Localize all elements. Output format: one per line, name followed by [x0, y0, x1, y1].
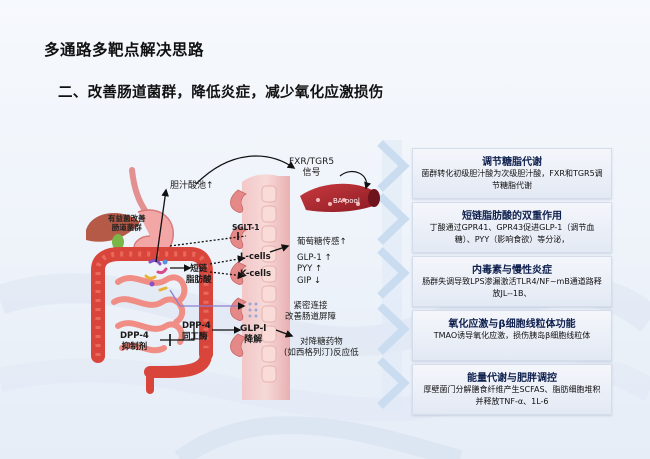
- glp1-degrade-2: 降解: [244, 335, 263, 346]
- ba-pool-vessel: [300, 171, 380, 212]
- tight-junction-label: 紧密连接 改善肠道屏障: [285, 301, 336, 322]
- tight-junction-1: 紧密连接: [293, 301, 328, 311]
- card-scfa-dual-role: 短链脂肪酸的双重作用 丁酸通过GPR41、GPR43促进GLP-1（调节血糖）、…: [412, 202, 612, 253]
- gip-down: GIP ↓: [297, 275, 322, 286]
- page-title: 多通路多靶点解决思路: [44, 41, 205, 59]
- drug-2: (如西格列汀)反应低: [284, 347, 359, 358]
- card-body: 丁酸通过GPR41、GPR43促进GLP-1（调节血糖）、PYY（影响食欲）等分…: [429, 223, 595, 244]
- signal-text: 信号: [302, 168, 321, 179]
- card-endotoxin-inflammation: 内毒素与慢性炎症 肠群失调导致LPS渗漏激活TLR4/NF~mB通道路释放JL-…: [412, 256, 612, 307]
- dpp4-b: 同工酶: [182, 331, 208, 342]
- page-subtitle: 二、改善肠道菌群，降低炎症，减少氧化应激损伤: [58, 85, 384, 101]
- card-body: 厚壁菌门分解膳食纤维产生SCFAS、脂肪细胞堆积并释放TNF-α、1L-6: [423, 385, 601, 406]
- glp1-up: GLP-1 ↑: [297, 253, 332, 263]
- drug-1: 对降糖药物: [300, 337, 343, 347]
- glucose-sense-label: 葡萄糖传感↑: [297, 237, 347, 247]
- card-title: 能量代谢与肥胖调控: [467, 373, 557, 384]
- k-cells-label: K-cells: [240, 269, 272, 279]
- card-title: 内毒素与慢性炎症: [472, 265, 552, 276]
- card-body: 菌群转化初级胆汁酸为次级胆汁酸，FXR和TGR5调节糖脂代谢: [421, 169, 603, 190]
- glp1-degrade-1: GLP-l: [240, 324, 267, 334]
- dpp4-isoenzyme-label: DPP-4 同工酶: [182, 321, 211, 342]
- intestinal-wall-illustration: [230, 174, 290, 400]
- dpp4-inhibitor-label: DPP-4 抑制剂: [120, 331, 149, 352]
- card-oxidative-stress: 氧化应激与β细胞线粒体功能 TMAO诱导氧化应激，损伤胰岛β细胞线粒体: [412, 310, 612, 361]
- card-title: 调节糖脂代谢: [482, 157, 542, 168]
- scfa-line2: 脂肪酸: [186, 274, 212, 285]
- dpp4-a: DPP-4: [182, 321, 211, 331]
- drug-response-label: 对降糖药物 (如西格列汀)反应低: [284, 337, 359, 358]
- bile-acid-text: 胆汁酸池: [170, 181, 207, 191]
- tight-junction-2: 改善肠道屏障: [285, 311, 337, 322]
- card-energy-obesity: 能量代谢与肥胖调控 厚壁菌门分解膳食纤维产生SCFAS、脂肪细胞堆积并释放TNF…: [412, 364, 612, 415]
- dpp4-inhib-1: DPP-4: [120, 331, 149, 341]
- dpp4-inhib-2: 抑制剂: [121, 341, 148, 352]
- card-title: 短链脂肪酸的双重作用: [462, 211, 562, 222]
- card-body: 肠群失调导致LPS渗漏激活TLR4/NF~mB通道路释放JL--1B、: [422, 277, 602, 298]
- fxr-tgr5-label: FXR/TGR5 信号: [289, 157, 334, 180]
- fxr-tgr5-text: FXR/TGR5: [289, 157, 335, 167]
- chevron-column: [377, 140, 410, 412]
- card-title: 氧化应激与β细胞线粒体功能: [448, 319, 576, 330]
- glp1-degradation-label: GLP-l 降解: [240, 324, 266, 347]
- bile-acid-label: 胆汁酸池↑: [170, 181, 214, 192]
- pyy-up: PYY ↑: [297, 264, 323, 275]
- l-cells-label: L-cells: [240, 252, 271, 262]
- scfa-label: 短链 脂肪酸: [186, 264, 212, 285]
- card-glucolipid-metabolism: 调节糖脂代谢 菌群转化初级胆汁酸为次级胆汁酸，FXR和TGR5调节糖脂代谢: [412, 148, 612, 199]
- scfa-line1: 短链: [190, 264, 208, 274]
- digestive-system-illustration: [86, 167, 213, 394]
- card-body: TMAO诱导氧化应激，损伤胰岛β细胞线粒体: [433, 331, 591, 340]
- bacteria-label: 有益菌改善 肠道菌群: [108, 214, 146, 232]
- sglt1-label: SGLT-1: [232, 223, 260, 232]
- arrows: [155, 155, 296, 346]
- incretin-list: GLP-1 ↑ PYY ↑ GIP ↓: [297, 253, 332, 287]
- bile-acid-up: ↑: [206, 181, 214, 191]
- ba-pool-label: BA pool: [333, 197, 360, 205]
